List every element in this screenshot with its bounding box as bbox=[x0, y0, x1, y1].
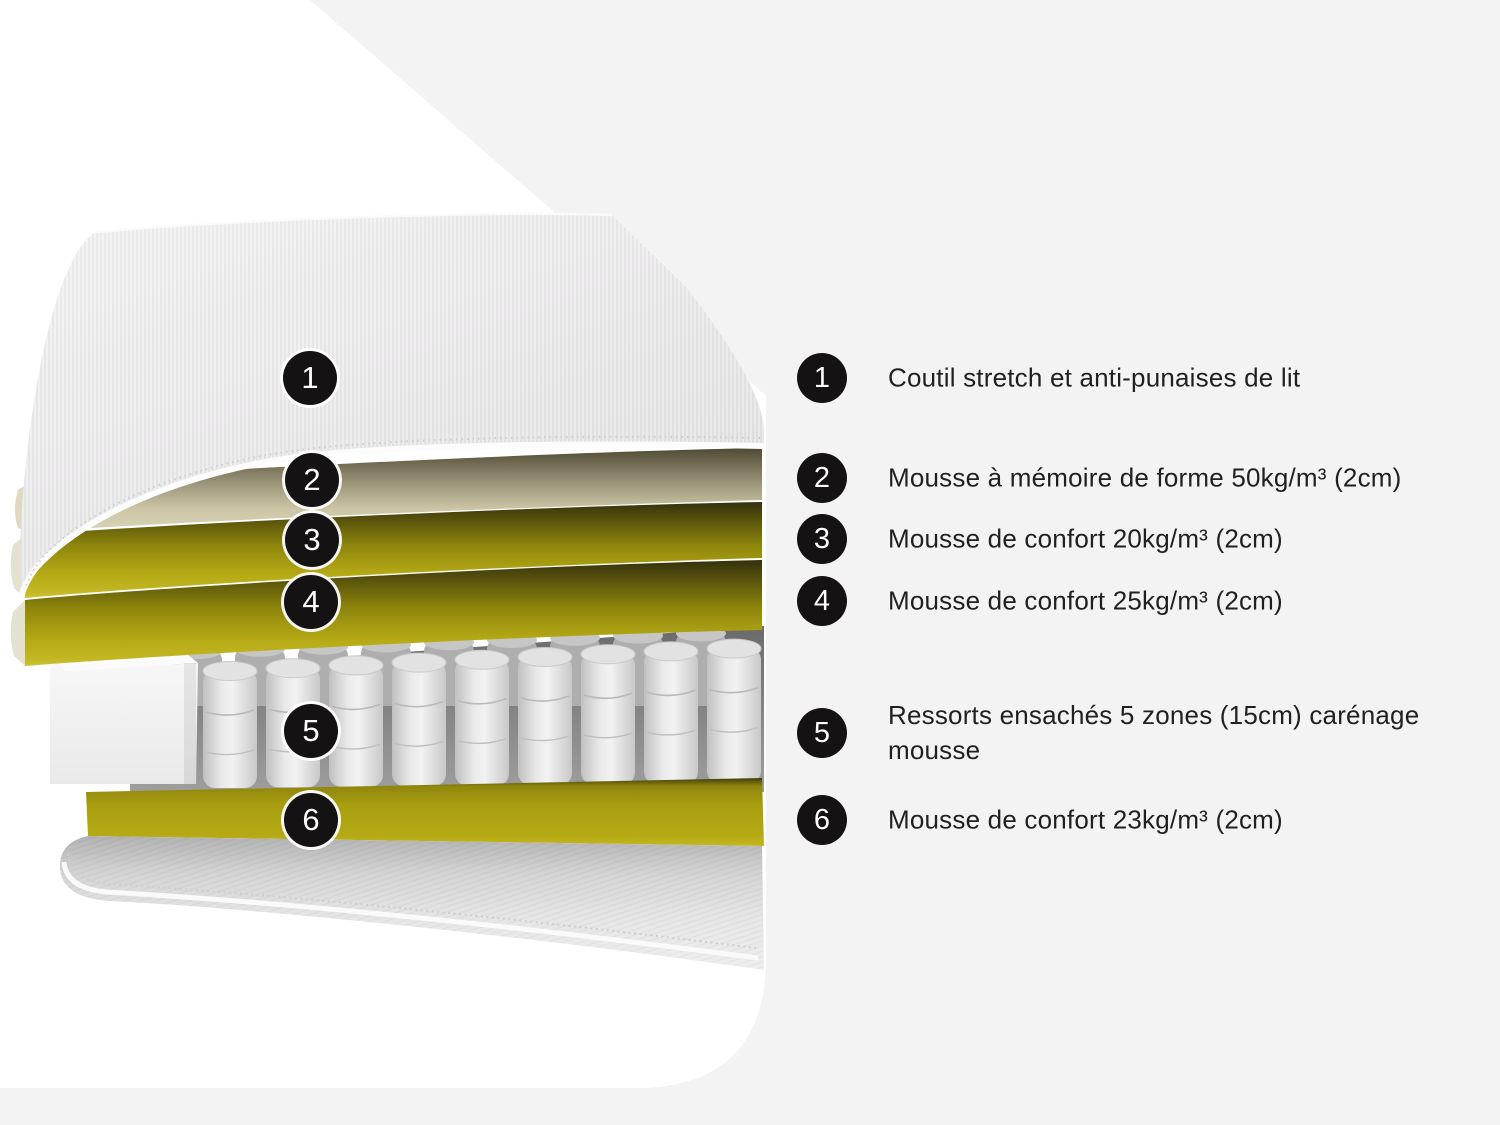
foam-encasement-block bbox=[50, 650, 198, 784]
diagram-marker-5-number: 5 bbox=[302, 713, 320, 748]
layer3-foam bbox=[25, 502, 762, 598]
diagram-marker-3-number: 3 bbox=[303, 522, 321, 557]
legend-marker-4-number: 4 bbox=[813, 584, 831, 617]
layer4-foam bbox=[25, 560, 762, 666]
legend-label-2: Mousse à mémoire de forme 50kg/m³ (2cm) bbox=[888, 462, 1402, 493]
diagram-marker-4-number: 4 bbox=[302, 584, 320, 619]
bottom-base bbox=[60, 836, 764, 970]
diagram-marker-2-number: 2 bbox=[303, 462, 321, 497]
diagram-marker-6-number: 6 bbox=[302, 802, 320, 837]
diagram-marker-5: 5 bbox=[284, 704, 338, 758]
legend-marker-5-number: 5 bbox=[813, 716, 831, 749]
diagram-marker-3: 3 bbox=[285, 513, 339, 567]
legend-marker-1: 1 bbox=[797, 353, 847, 403]
layer6-foam bbox=[86, 778, 764, 846]
legend-label-6: Mousse de confort 23kg/m³ (2cm) bbox=[888, 804, 1283, 835]
diagram-marker-6: 6 bbox=[284, 793, 338, 847]
legend-marker-6: 6 bbox=[797, 795, 847, 845]
legend-marker-3-number: 3 bbox=[813, 522, 831, 555]
springs-front-row bbox=[202, 638, 762, 788]
legend-label-3: Mousse de confort 20kg/m³ (2cm) bbox=[888, 523, 1283, 554]
layer2-foam bbox=[30, 448, 762, 532]
legend-label-5: Ressorts ensachés 5 zones (15cm) carénag… bbox=[888, 700, 1420, 765]
legend-marker-1-number: 1 bbox=[813, 361, 831, 394]
legend-marker-3: 3 bbox=[797, 514, 847, 564]
legend-label-4: Mousse de confort 25kg/m³ (2cm) bbox=[888, 585, 1283, 616]
legend-label-1: Coutil stretch et anti-punaises de lit bbox=[888, 362, 1301, 393]
top-cover-panel bbox=[18, 212, 765, 599]
diagram-marker-2: 2 bbox=[285, 453, 339, 507]
legend-marker-5: 5 bbox=[797, 708, 847, 758]
layer4-end-face bbox=[10, 600, 25, 666]
legend-marker-6-number: 6 bbox=[813, 803, 831, 836]
legend-marker-2-number: 2 bbox=[813, 461, 831, 494]
diagram-marker-1-number: 1 bbox=[301, 360, 319, 395]
diagram-marker-1: 1 bbox=[283, 351, 337, 405]
mattress-diagram bbox=[10, 212, 765, 970]
legend-marker-2: 2 bbox=[797, 453, 847, 503]
legend-marker-4: 4 bbox=[797, 576, 847, 626]
diagram-marker-4: 4 bbox=[284, 575, 338, 629]
